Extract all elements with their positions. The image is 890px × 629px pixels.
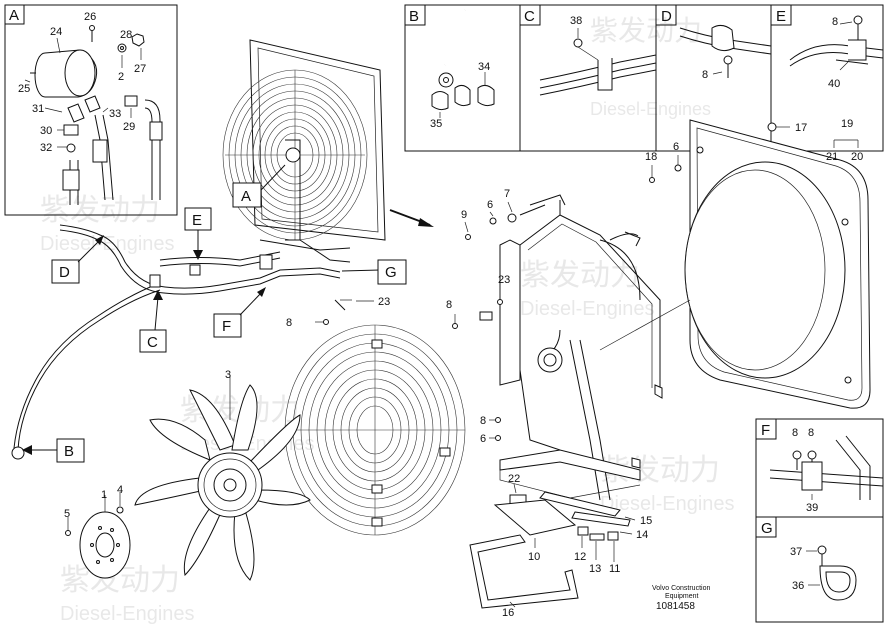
- label-6: 6: [480, 433, 486, 445]
- detail-letter: F: [761, 422, 770, 439]
- label-5: 5: [64, 508, 70, 520]
- label-25: 25: [18, 83, 30, 95]
- svg-text:A: A: [241, 188, 251, 205]
- footer: Volvo Construction Equipment 1081458: [652, 585, 710, 612]
- label-6: 6: [673, 141, 679, 153]
- label-13: 13: [589, 563, 601, 575]
- label-15: 15: [640, 515, 652, 527]
- label-8: 8: [702, 69, 708, 81]
- svg-text:E: E: [192, 212, 202, 229]
- svg-text:G: G: [385, 264, 397, 281]
- label-36: 36: [792, 580, 804, 592]
- fan-guard-lower: 23 8: [284, 296, 466, 536]
- watermark-cn: 紫发动力: [520, 259, 640, 292]
- watermark-en: Diesel-Engines: [520, 298, 655, 320]
- label-34: 34: [478, 61, 490, 73]
- label-9: 9: [461, 209, 467, 221]
- label-3: 3: [225, 369, 231, 381]
- detail-letter: B: [409, 8, 419, 25]
- callouts: A E D G F C: [22, 164, 407, 463]
- watermark-en: Diesel-Engines: [40, 233, 175, 255]
- label-8: 8: [792, 427, 798, 439]
- label-8: 8: [446, 299, 452, 311]
- label-8: 8: [808, 427, 814, 439]
- label-8: 8: [832, 16, 838, 28]
- label-28: 28: [120, 29, 132, 41]
- detail-letter: E: [776, 8, 786, 25]
- label-30: 30: [40, 125, 52, 137]
- label-39: 39: [806, 502, 818, 514]
- label-35: 35: [430, 118, 442, 130]
- detail-box-e: E 8 40: [770, 4, 884, 152]
- label-2: 2: [118, 71, 124, 83]
- footer-brand-2: Equipment: [665, 593, 699, 600]
- callout-d: D: [51, 235, 104, 284]
- label-4: 4: [117, 484, 123, 496]
- detail-box-d: D 8: [655, 4, 772, 152]
- callout-b: B: [22, 438, 85, 463]
- detail-box-g: G 37 36: [755, 516, 884, 623]
- label-40: 40: [828, 78, 840, 90]
- footer-brand: Volvo Construction: [652, 585, 710, 592]
- watermark-en: Diesel-Engines: [590, 99, 711, 119]
- detail-box-a: A 26 24 28 2 27: [4, 4, 178, 216]
- callout-c: C: [139, 290, 167, 353]
- label-18: 18: [645, 151, 657, 163]
- label-32: 32: [40, 142, 52, 154]
- label-12: 12: [574, 551, 586, 563]
- label-16: 16: [502, 607, 514, 619]
- svg-text:D: D: [59, 264, 70, 281]
- callout-f: F: [213, 287, 266, 338]
- callout-e: E: [184, 207, 212, 260]
- detail-letter: A: [9, 7, 19, 24]
- label-6: 6: [487, 199, 493, 211]
- label-19: 19: [841, 118, 853, 130]
- svg-text:F: F: [222, 318, 231, 335]
- watermark-cn: 紫发动力: [590, 15, 702, 46]
- label-7: 7: [504, 188, 510, 200]
- label-27: 27: [134, 63, 146, 75]
- detail-letter: C: [524, 8, 535, 25]
- label-29: 29: [123, 121, 135, 133]
- watermark-cn: 紫发动力: [40, 194, 160, 227]
- fan-blades: 3: [134, 369, 311, 581]
- fan-guard-upper: [222, 39, 434, 263]
- footer-number: 1081458: [656, 601, 695, 612]
- label-14: 14: [636, 529, 648, 541]
- label-23: 23: [498, 274, 510, 286]
- label-37: 37: [790, 546, 802, 558]
- label-38: 38: [570, 15, 582, 27]
- label-20: 20: [851, 151, 863, 163]
- label-23: 23: [378, 296, 390, 308]
- callout-a: A: [232, 164, 286, 208]
- label-31: 31: [32, 103, 44, 115]
- label-11: 11: [609, 563, 620, 575]
- watermark-en: Diesel-Engines: [600, 493, 735, 515]
- label-1: 1: [101, 489, 107, 501]
- label-8: 8: [480, 415, 486, 427]
- fan-hub: 1 4 5: [64, 484, 131, 579]
- detail-box-f: F 8 8 39: [755, 418, 884, 518]
- detail-letter: G: [761, 520, 773, 537]
- svg-text:C: C: [147, 334, 158, 351]
- label-26: 26: [84, 11, 96, 23]
- detail-box-b: B 34 35: [404, 4, 521, 152]
- callout-g: G: [377, 259, 407, 285]
- watermark-en: Diesel-Engines: [60, 603, 195, 625]
- label-10: 10: [528, 551, 540, 563]
- lower-parts: 8 6 22 15 14 10 12 13 11 16: [469, 415, 652, 619]
- label-8: 8: [286, 317, 292, 329]
- label-22: 22: [508, 473, 520, 485]
- svg-text:B: B: [64, 443, 74, 460]
- label-17: 17: [795, 122, 807, 134]
- label-24: 24: [50, 26, 62, 38]
- fan-shroud: 17 19 21 20 18 6: [599, 118, 871, 409]
- label-33: 33: [109, 108, 121, 120]
- frame-bracket: 7 9 6 23 8: [446, 188, 663, 501]
- detail-letter: D: [661, 8, 672, 25]
- label-21: 21: [826, 151, 838, 163]
